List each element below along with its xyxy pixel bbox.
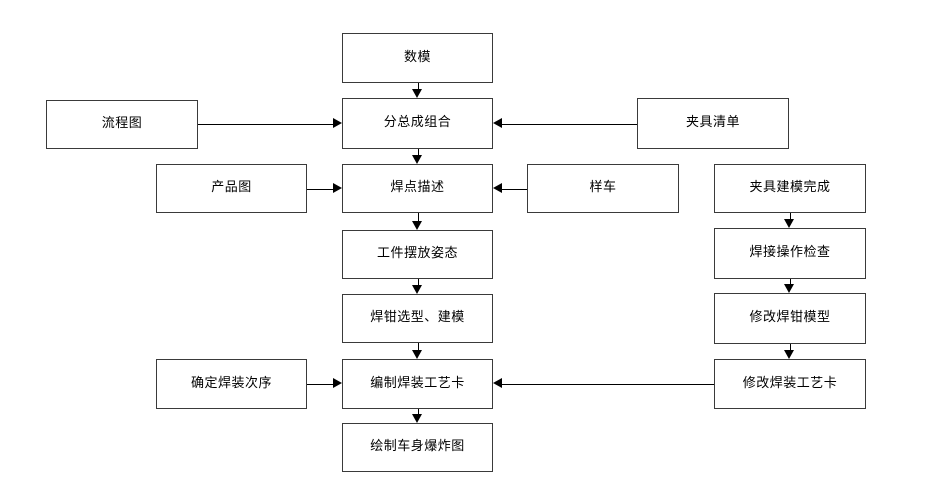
- edge-shaft: [307, 189, 334, 190]
- edge-shaft: [417, 409, 419, 415]
- edge-shaft: [417, 343, 419, 351]
- edge-yangche-to-handian: [493, 183, 527, 195]
- edge-quedingcixu-to-bianzhi: [307, 378, 342, 390]
- arrowhead-down-icon: [412, 414, 422, 423]
- node-label: 确定焊装次序: [190, 375, 272, 391]
- edge-shaft: [789, 213, 791, 220]
- edge-fenzongcheng-to-handian: [412, 149, 423, 164]
- edge-shaft: [501, 124, 637, 125]
- edge-hanjiecaozuo-to-xiugaihanqian: [784, 279, 795, 293]
- node-chanpintu[interactable]: 产品图: [156, 164, 307, 213]
- node-label: 流程图: [101, 116, 143, 132]
- edge-shaft: [789, 279, 791, 285]
- edge-shaft: [417, 279, 419, 286]
- node-label: 修改焊钳模型: [749, 310, 831, 326]
- node-label: 工件摆放姿态: [376, 246, 458, 262]
- node-yangche[interactable]: 样车: [527, 164, 679, 213]
- arrowhead-down-icon: [412, 221, 422, 230]
- node-xiugai-hanzhuang-gongyika[interactable]: 修改焊装工艺卡: [714, 359, 866, 409]
- node-hanjie-caozuo-jiancha[interactable]: 焊接操作检查: [714, 228, 866, 279]
- arrowhead-down-icon: [412, 350, 422, 359]
- node-shumo[interactable]: 数模: [342, 33, 493, 83]
- node-label: 分总成组合: [383, 115, 452, 131]
- edge-shaft: [307, 384, 334, 385]
- node-handian-miaoshu[interactable]: 焊点描述: [342, 164, 493, 213]
- node-huizhi-cheshen-baozhatu[interactable]: 绘制车身爆炸图: [342, 423, 493, 472]
- edge-shaft: [789, 344, 791, 351]
- edge-jiajuqingdan-to-fenzongcheng: [493, 118, 637, 130]
- node-label: 数模: [403, 49, 431, 65]
- edge-xiugaihanqian-to-xiugaigongyika: [784, 344, 795, 359]
- arrowhead-right-icon: [333, 118, 342, 128]
- node-queding-hanzhuang-cixu[interactable]: 确定焊装次序: [156, 359, 307, 409]
- node-label: 编制焊装工艺卡: [370, 375, 465, 391]
- node-label: 产品图: [211, 180, 252, 196]
- arrowhead-down-icon: [412, 285, 422, 294]
- edge-liuchengtu-to-fenzongcheng: [198, 118, 342, 130]
- arrowhead-left-icon: [493, 118, 502, 128]
- node-fenzongcheng-zuhe[interactable]: 分总成组合: [342, 98, 493, 149]
- node-gongjian-baifang-zitai[interactable]: 工件摆放姿态: [342, 230, 493, 279]
- node-label: 焊点描述: [390, 180, 445, 196]
- arrowhead-down-icon: [784, 350, 794, 359]
- arrowhead-down-icon: [784, 219, 794, 228]
- edge-shaft: [198, 124, 334, 125]
- arrowhead-left-icon: [493, 378, 502, 388]
- edge-hanqian-to-bianzhi: [412, 343, 423, 359]
- edge-gongjian-to-hanqian: [412, 279, 423, 294]
- node-label: 夹具建模完成: [749, 180, 831, 196]
- node-label: 绘制车身爆炸图: [370, 439, 465, 455]
- arrowhead-left-icon: [493, 183, 502, 193]
- arrowhead-down-icon: [784, 284, 794, 293]
- node-jiaju-jianmo-wancheng[interactable]: 夹具建模完成: [714, 164, 866, 213]
- edge-shaft: [417, 149, 419, 156]
- node-hanqian-xuanxing-jianmo[interactable]: 焊钳选型、建模: [342, 294, 493, 343]
- edge-bianzhi-to-huizhi: [412, 409, 423, 423]
- node-xiugai-hanqian-moxing[interactable]: 修改焊钳模型: [714, 293, 866, 344]
- edge-shumo-to-fenzongcheng: [412, 83, 423, 98]
- edge-handian-to-gongjian: [412, 213, 423, 230]
- node-label: 焊钳选型、建模: [370, 310, 465, 326]
- edge-chanpintu-to-handian: [307, 183, 342, 195]
- node-label: 夹具清单: [685, 115, 740, 131]
- edge-shaft: [501, 384, 714, 385]
- node-jiaju-qingdan[interactable]: 夹具清单: [637, 98, 789, 149]
- node-label: 修改焊装工艺卡: [742, 375, 838, 391]
- edge-shaft: [501, 189, 527, 190]
- node-bianzhi-hanzhuang-gongyika[interactable]: 编制焊装工艺卡: [342, 359, 493, 409]
- arrowhead-down-icon: [412, 89, 422, 98]
- edge-shaft: [417, 213, 419, 221]
- edge-shaft: [417, 83, 419, 90]
- arrowhead-right-icon: [333, 183, 342, 193]
- arrowhead-down-icon: [412, 155, 422, 164]
- arrowhead-right-icon: [333, 378, 342, 388]
- node-liuchengtu[interactable]: 流程图: [46, 100, 198, 149]
- edge-jiajujianmo-to-hanjiecaozuo: [784, 213, 795, 228]
- node-label: 样车: [589, 180, 617, 196]
- edge-xiugaigongyika-to-bianzhi: [493, 378, 714, 390]
- node-label: 焊接操作检查: [749, 245, 831, 261]
